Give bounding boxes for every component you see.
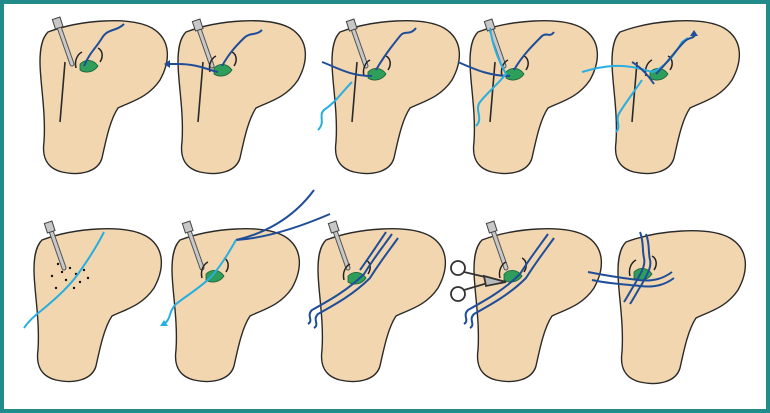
panel-10 <box>587 230 747 385</box>
panel-4 <box>457 19 599 175</box>
panel-7 <box>160 189 331 383</box>
panel-3 <box>317 19 461 175</box>
panel-1 <box>39 17 169 175</box>
panel-5 <box>581 20 741 175</box>
panel-6 <box>23 221 163 383</box>
panel-9 <box>450 221 603 383</box>
panel-2 <box>164 19 307 175</box>
scissors-icon <box>450 260 507 302</box>
panel-8 <box>307 221 447 383</box>
